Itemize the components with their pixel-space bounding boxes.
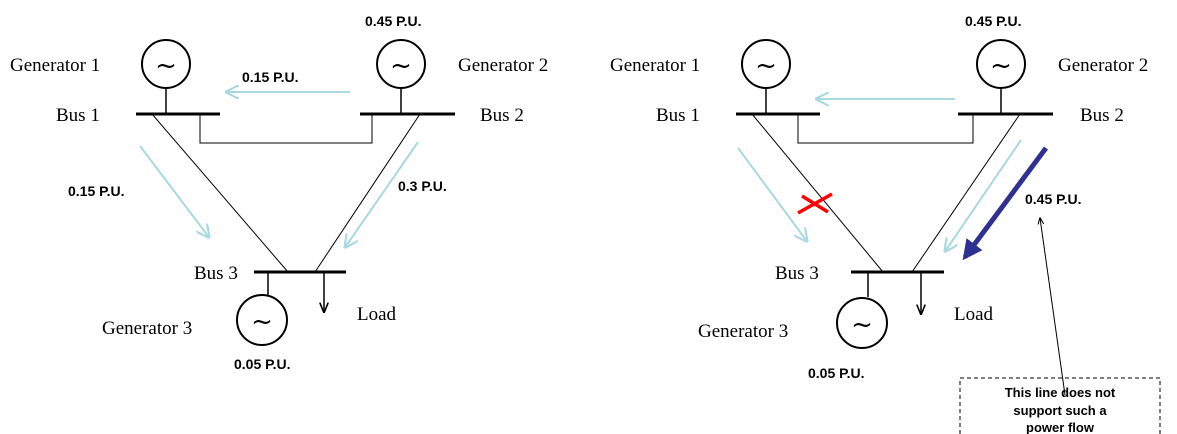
generator-3-output: 0.05 P.U. [808, 365, 865, 381]
flow-arrow-bus2-bus3 [346, 141, 419, 246]
generator-icon [836, 297, 888, 349]
generator-2-output: 0.45 P.U. [365, 13, 422, 29]
sine-wave-icon: ~ [990, 51, 1012, 81]
generator-1-label: Generator 1 [610, 55, 700, 76]
generator-2-output: 0.45 P.U. [965, 13, 1022, 29]
generator-3: ~ Generator 3 0.05 P.U. [698, 272, 888, 381]
sine-wave-icon: ~ [851, 310, 873, 340]
bus-3-label: Bus 3 [194, 263, 238, 284]
bus-2-label: Bus 2 [480, 105, 524, 126]
bus-2-label: Bus 2 [1080, 105, 1124, 126]
sine-wave-icon: ~ [155, 51, 177, 81]
flow-arrow-bus1-bus3 [737, 147, 806, 240]
sine-wave-icon: ~ [390, 51, 412, 81]
bus-1-label: Bus 1 [56, 105, 100, 126]
generator-icon [236, 294, 288, 346]
callout-text-line-1: This line does not [1005, 385, 1116, 400]
flow-arrow-bus1-bus3 [139, 145, 208, 236]
load-label: Load [357, 304, 397, 325]
sine-wave-icon: ~ [755, 51, 777, 81]
line-bus1-bus2 [199, 114, 373, 144]
callout-pointer [1040, 218, 1066, 396]
fault-x-mark [797, 192, 833, 215]
generator-2: ~ Generator 2 0.45 P.U. [965, 13, 1148, 114]
bus-3-label: Bus 3 [775, 263, 819, 284]
flow-arrow-bus2-bus3 [946, 139, 1022, 250]
generator-3-label: Generator 3 [102, 318, 192, 339]
line-bus1-bus2 [797, 114, 974, 144]
left-diagram: ~ Generator 1 ~ Generator 2 0.45 P.U. Bu… [10, 13, 548, 372]
sine-wave-icon: ~ [251, 307, 273, 337]
generator-2: ~ Generator 2 0.45 P.U. [365, 13, 548, 114]
load-label: Load [954, 304, 994, 325]
line-bus2-bus3 [314, 113, 421, 273]
generator-3-output: 0.05 P.U. [234, 356, 291, 372]
line-bus2-bus3 [911, 113, 1021, 273]
callout-text-line-3: power flow [1026, 420, 1095, 434]
right-diagram: ~ Generator 1 ~ Generator 2 0.45 P.U. Bu… [610, 13, 1161, 434]
line-bus1-bus3 [751, 113, 884, 273]
generator-2-label: Generator 2 [458, 55, 548, 76]
callout-text-line-2: support such a [1013, 403, 1107, 418]
flow-label-bus1-bus3: 0.15 P.U. [68, 183, 125, 199]
overload-flow-label: 0.45 P.U. [1025, 191, 1082, 207]
flow-label-bus2-bus1: 0.15 P.U. [242, 69, 299, 85]
bus-1-label: Bus 1 [656, 105, 700, 126]
line-bus1-bus3 [151, 113, 289, 273]
flow-label-bus2-bus3: 0.3 P.U. [398, 178, 447, 194]
generator-2-label: Generator 2 [1058, 55, 1148, 76]
generator-1: ~ Generator 1 [610, 39, 791, 114]
overload-arrow [962, 146, 1049, 261]
callout-box [959, 377, 1161, 434]
generator-3-label: Generator 3 [698, 321, 788, 342]
generator-1: ~ Generator 1 [10, 39, 191, 114]
generator-1-label: Generator 1 [10, 55, 100, 76]
generator-3: ~ Generator 3 0.05 P.U. [102, 272, 291, 372]
